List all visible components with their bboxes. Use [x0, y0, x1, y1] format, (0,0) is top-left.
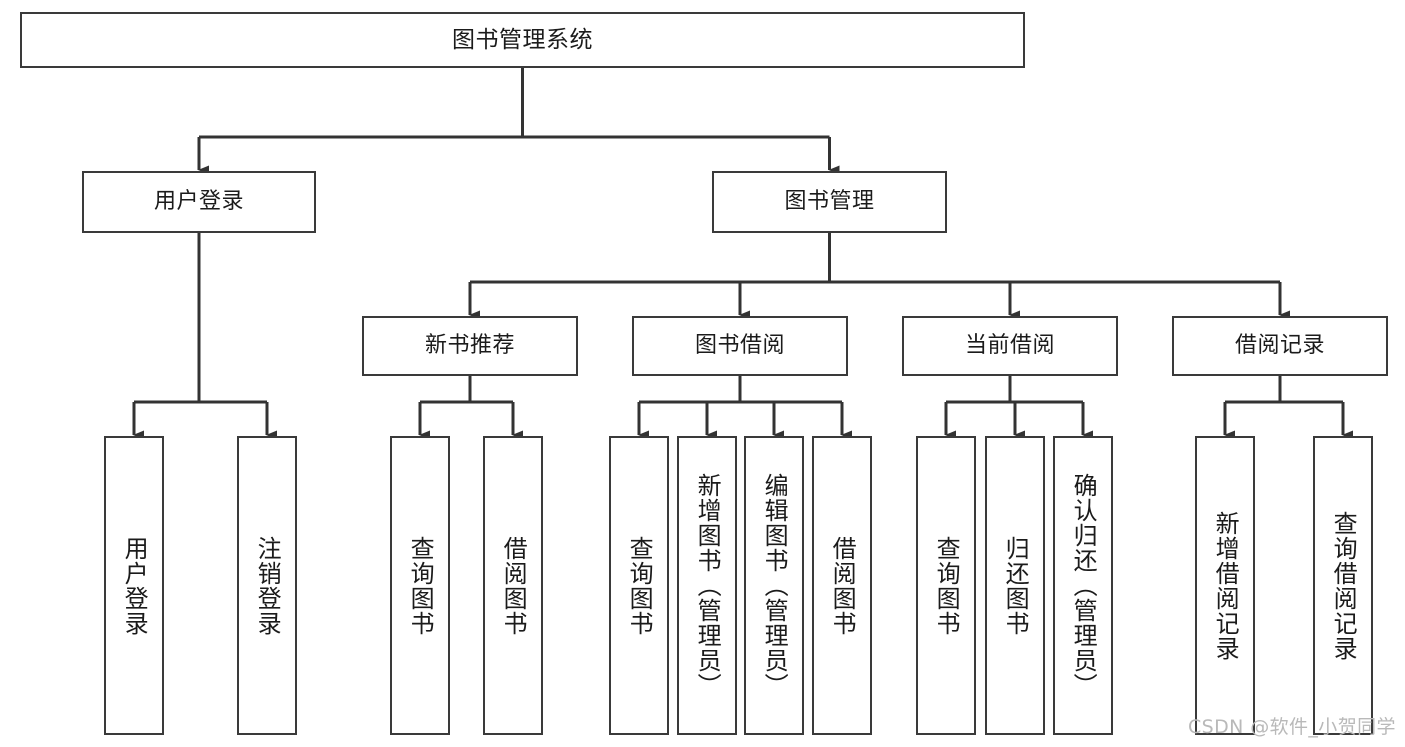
node-leaf-add-record-label: 新增借阅记录 — [1211, 510, 1240, 661]
node-leaf-user-logout[interactable]: 注销登录 — [237, 436, 297, 735]
node-book-borrow[interactable]: 图书借阅 — [632, 316, 848, 376]
node-leaf-query-record-label: 查询借阅记录 — [1329, 510, 1358, 661]
node-new-book-recommend[interactable]: 新书推荐 — [362, 316, 578, 376]
node-leaf-query-book-cur-label: 查询图书 — [932, 535, 961, 636]
node-leaf-confirm-return[interactable]: 确认归还（管理员） — [1053, 436, 1113, 735]
node-leaf-edit-book-label: 编辑图书（管理员） — [760, 473, 789, 698]
node-leaf-add-book[interactable]: 新增图书（管理员） — [677, 436, 737, 735]
node-leaf-add-book-label: 新增图书（管理员） — [693, 473, 722, 698]
node-leaf-query-book-borrow-label: 查询图书 — [625, 535, 654, 636]
node-leaf-add-record[interactable]: 新增借阅记录 — [1195, 436, 1255, 735]
node-leaf-borrow-book-rec[interactable]: 借阅图书 — [483, 436, 543, 735]
node-leaf-query-book-rec-label: 查询图书 — [406, 535, 435, 636]
node-book-borrow-label: 图书借阅 — [694, 333, 785, 359]
node-leaf-user-login-label: 用户登录 — [120, 535, 149, 636]
node-leaf-query-book-borrow[interactable]: 查询图书 — [609, 436, 669, 735]
node-leaf-borrow-book-label: 借阅图书 — [828, 535, 857, 636]
node-current-borrow-label: 当前借阅 — [964, 333, 1055, 359]
node-user-login[interactable]: 用户登录 — [82, 171, 316, 233]
node-borrow-record[interactable]: 借阅记录 — [1172, 316, 1388, 376]
node-new-book-recommend-label: 新书推荐 — [424, 333, 515, 359]
node-leaf-borrow-book[interactable]: 借阅图书 — [812, 436, 872, 735]
node-user-login-label: 用户登录 — [153, 189, 244, 215]
node-leaf-query-record[interactable]: 查询借阅记录 — [1313, 436, 1373, 735]
node-book-manage[interactable]: 图书管理 — [712, 171, 947, 233]
csdn-watermark: CSDN @软件_小贺同学 — [1188, 716, 1396, 738]
node-leaf-borrow-book-rec-label: 借阅图书 — [499, 535, 528, 636]
node-leaf-user-logout-label: 注销登录 — [253, 535, 282, 636]
node-book-manage-label: 图书管理 — [784, 189, 875, 215]
node-leaf-user-login[interactable]: 用户登录 — [104, 436, 164, 735]
node-root-label: 图书管理系统 — [452, 26, 593, 53]
node-borrow-record-label: 借阅记录 — [1234, 333, 1325, 359]
node-leaf-query-book-cur[interactable]: 查询图书 — [916, 436, 976, 735]
node-leaf-return-book[interactable]: 归还图书 — [985, 436, 1045, 735]
node-root[interactable]: 图书管理系统 — [20, 12, 1025, 68]
node-leaf-query-book-rec[interactable]: 查询图书 — [390, 436, 450, 735]
node-current-borrow[interactable]: 当前借阅 — [902, 316, 1118, 376]
node-leaf-edit-book[interactable]: 编辑图书（管理员） — [744, 436, 804, 735]
node-leaf-return-book-label: 归还图书 — [1001, 535, 1030, 636]
node-leaf-confirm-return-label: 确认归还（管理员） — [1069, 473, 1098, 698]
